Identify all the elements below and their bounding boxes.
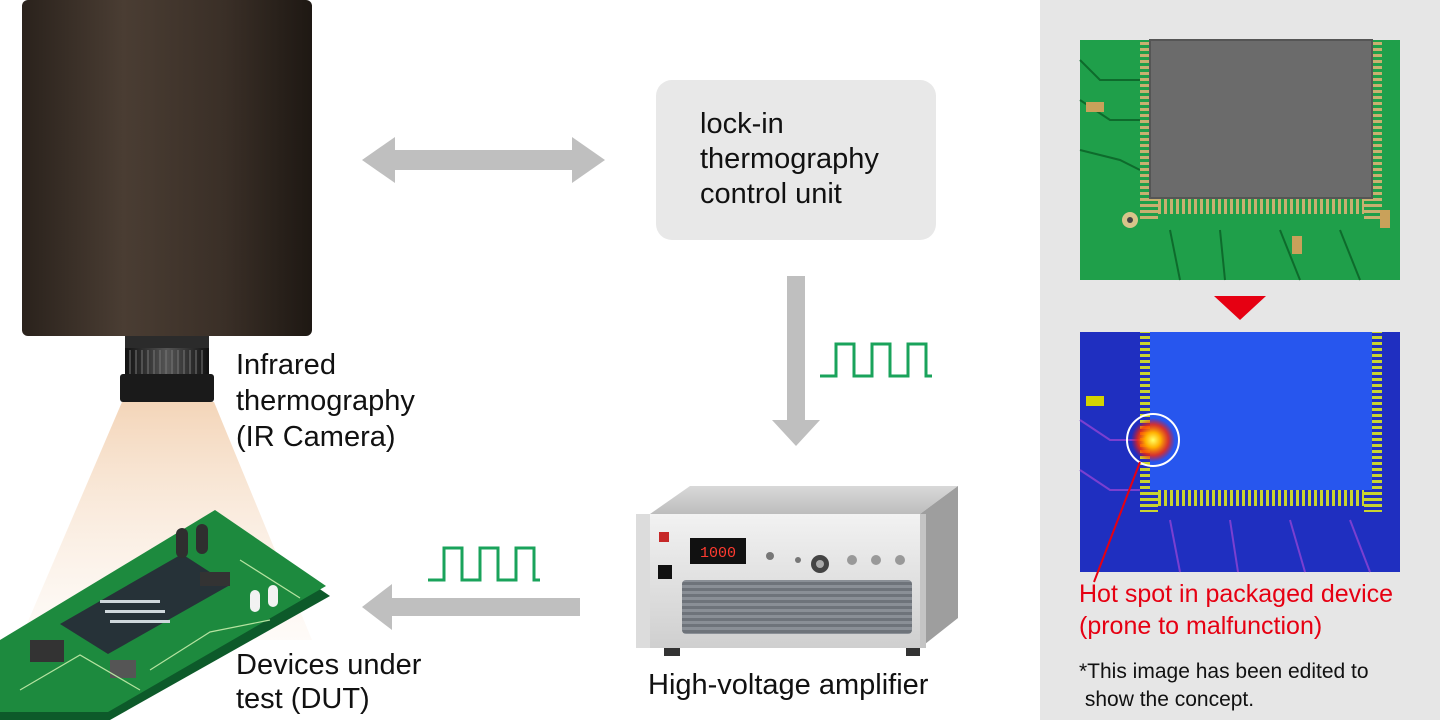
hot-spot-circle bbox=[1126, 413, 1180, 467]
control-unit-line-2: thermography bbox=[700, 143, 879, 175]
thermal-image bbox=[1079, 332, 1400, 573]
camera-label-line-2: thermography bbox=[236, 385, 415, 417]
edit-note-line-2: show the concept. bbox=[1079, 688, 1255, 711]
down-arrow bbox=[772, 276, 820, 446]
square-wave-icon-lower bbox=[428, 546, 540, 582]
hot-spot bbox=[1131, 418, 1175, 462]
dut-label-line-2: test (DUT) bbox=[236, 683, 370, 715]
circuit-board-icon bbox=[0, 510, 330, 720]
edit-note: *This image has been edited to show the … bbox=[1079, 658, 1369, 714]
amplifier-icon: 1000 bbox=[636, 486, 958, 656]
hot-spot-pointer bbox=[1093, 461, 1141, 583]
control-unit-box bbox=[656, 80, 936, 240]
dut-label-line-1: Devices under bbox=[236, 649, 422, 681]
camera-label: Infrared thermography (IR Camera) bbox=[236, 347, 415, 455]
amplifier-display: 1000 bbox=[700, 545, 736, 562]
hotspot-label: Hot spot in packaged device (prone to ma… bbox=[1079, 578, 1393, 642]
control-unit-line-1: lock-in bbox=[700, 108, 784, 140]
transition-triangle bbox=[1214, 296, 1266, 320]
chip-photo bbox=[1079, 39, 1400, 281]
dut-label: Devices under test (DUT) bbox=[236, 648, 421, 716]
arrows bbox=[362, 137, 820, 630]
square-wave-icon-upper bbox=[820, 342, 932, 378]
edit-note-line-1: *This image has been edited to bbox=[1079, 660, 1369, 683]
square-wave-icons bbox=[428, 342, 932, 582]
amplifier-label: High-voltage amplifier bbox=[648, 669, 929, 701]
bidirectional-arrow bbox=[362, 137, 605, 183]
camera-label-line-1: Infrared bbox=[236, 349, 336, 381]
left-arrow bbox=[362, 584, 580, 630]
camera-label-line-3: (IR Camera) bbox=[236, 421, 396, 453]
hotspot-label-line-1: Hot spot in packaged device bbox=[1079, 580, 1394, 608]
ir-camera-icon bbox=[22, 0, 312, 402]
control-unit-line-3: control unit bbox=[700, 178, 842, 210]
control-unit-label: lock-in thermography control unit bbox=[700, 107, 879, 212]
hotspot-label-line-2: (prone to malfunction) bbox=[1079, 612, 1323, 640]
